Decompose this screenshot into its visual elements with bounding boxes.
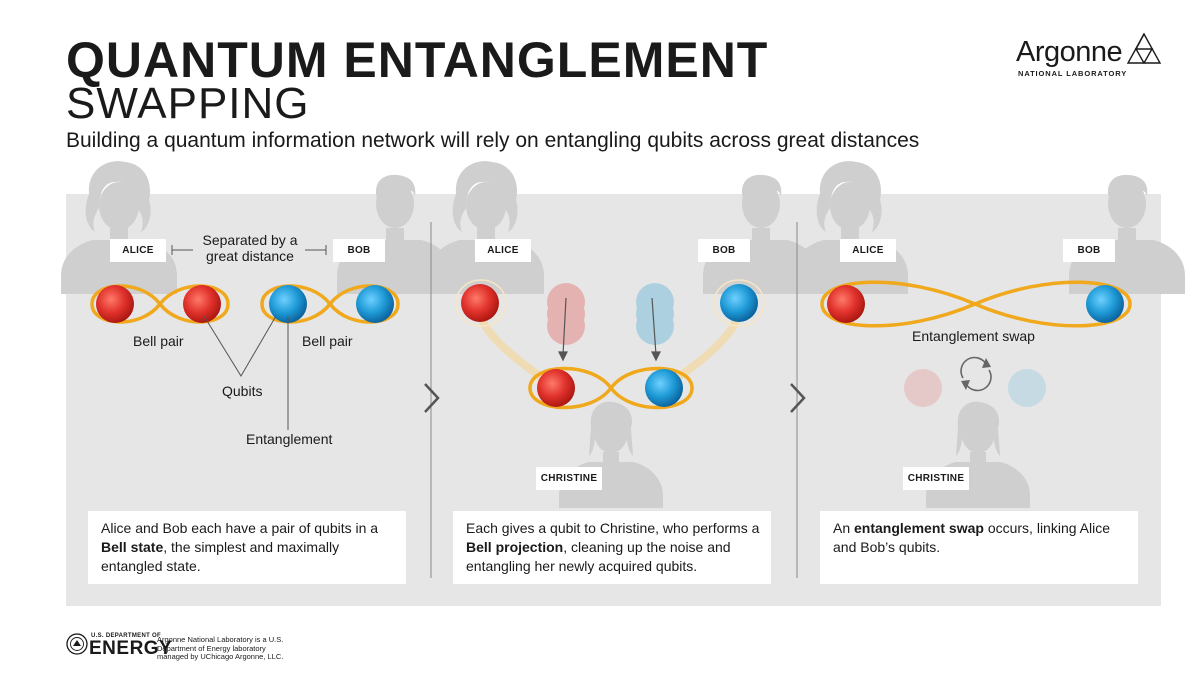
page-title: QUANTUM ENTANGLEMENT <box>66 32 769 88</box>
entanglement-swap-label: Entanglement swap <box>912 328 1035 344</box>
name-tag-bob: BOB <box>1063 239 1115 262</box>
footer-note: Argonne National Laboratory is a U.S. De… <box>157 635 284 662</box>
qubit-red <box>537 369 575 407</box>
name-tag-alice: ALICE <box>840 239 896 262</box>
qubit-blue <box>356 285 394 323</box>
bell-pair-label: Bell pair <box>133 333 184 349</box>
panel1-description: Alice and Bob each have a pair of qubits… <box>88 511 406 584</box>
alice-silhouette <box>428 161 544 294</box>
panel3-description: An entanglement swap occurs, linking Ali… <box>820 511 1138 584</box>
qubit-red <box>183 285 221 323</box>
chevron-right-icon <box>424 383 440 413</box>
separation-marker <box>171 245 327 255</box>
faded-loop-outline <box>455 279 765 327</box>
christine-silhouette <box>926 401 1030 508</box>
argonne-triangle-icon <box>1126 32 1162 65</box>
annotation-lines <box>203 315 289 430</box>
name-tag-bob: BOB <box>333 239 385 262</box>
argonne-logo-text: Argonne <box>1016 36 1123 68</box>
page-subtitle: Building a quantum information network w… <box>66 129 920 152</box>
qubit-blue-faded <box>1008 369 1046 407</box>
swap-arrows-icon <box>960 356 992 392</box>
page-title-sub: SWAPPING <box>66 79 310 128</box>
alice-silhouette <box>792 161 908 294</box>
christine-silhouette <box>559 401 663 508</box>
entanglement-label: Entanglement <box>246 431 333 447</box>
bell-pair-label: Bell pair <box>302 333 353 349</box>
name-tag-christine: CHRISTINE <box>536 467 602 490</box>
qubit-blue <box>269 285 307 323</box>
doe-seal-icon <box>66 633 88 655</box>
qubits-label: Qubits <box>222 383 263 399</box>
name-tag-alice: ALICE <box>475 239 531 262</box>
bob-silhouette <box>1069 174 1185 294</box>
qubit-blue <box>720 284 758 322</box>
doe-dept-label: U.S. DEPARTMENT OF <box>91 633 161 639</box>
separation-label-line2: great distance <box>206 248 294 264</box>
name-tag-alice: ALICE <box>110 239 166 262</box>
faded-entanglement-link <box>474 298 744 392</box>
move-arrow <box>558 297 661 362</box>
entanglement-loop <box>528 366 694 410</box>
qubit-red <box>96 285 134 323</box>
name-tag-christine: CHRISTINE <box>903 467 969 490</box>
qubit-red <box>461 284 499 322</box>
separation-label-line1: Separated by a <box>202 232 298 248</box>
alice-silhouette <box>61 161 177 294</box>
chevron-right-icon <box>790 383 806 413</box>
name-tag-bob: BOB <box>698 239 750 262</box>
argonne-logo-subtext: NATIONAL LABORATORY <box>1018 69 1128 78</box>
qubit-red-faded <box>904 369 942 407</box>
qubit-red <box>827 285 865 323</box>
qubit-blue <box>1086 285 1124 323</box>
doe-energy-label: ENERGY <box>89 638 173 659</box>
qubit-blue <box>645 369 683 407</box>
qubit-motion-trail <box>547 283 674 345</box>
panel2-description: Each gives a qubit to Christine, who per… <box>453 511 771 584</box>
